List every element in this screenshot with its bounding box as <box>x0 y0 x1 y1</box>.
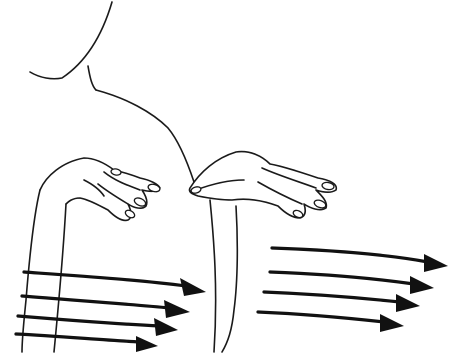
motion-arrow <box>16 334 158 352</box>
collar-line <box>88 66 96 90</box>
right-forearm-outer <box>210 200 216 352</box>
motion-arrow <box>258 312 404 332</box>
right-finger-crease-2 <box>258 182 302 204</box>
right-hand <box>189 152 336 352</box>
motion-arrow <box>272 248 448 272</box>
right-motion-arrows <box>258 248 448 332</box>
motion-arrow <box>24 272 206 296</box>
left-nail-4 <box>111 168 122 176</box>
right-forearm-inner <box>222 206 237 352</box>
left-forearm-inner <box>54 204 66 352</box>
right-finger-crease-1 <box>262 168 316 188</box>
motion-arrow <box>22 296 190 318</box>
motion-arrow <box>264 292 420 312</box>
neck-line <box>30 2 112 79</box>
left-thumb-crease <box>84 180 104 196</box>
motion-arrow <box>18 316 178 336</box>
left-motion-arrows <box>16 272 206 352</box>
signer-body-outline <box>30 2 194 182</box>
left-finger-crease-1 <box>104 172 140 190</box>
left-palm <box>40 158 160 220</box>
right-thumb-crease <box>196 180 244 190</box>
right-nail-4 <box>190 186 201 194</box>
left-nail-3 <box>124 209 136 220</box>
motion-arrow <box>270 272 434 294</box>
left-nail-2 <box>133 196 147 207</box>
